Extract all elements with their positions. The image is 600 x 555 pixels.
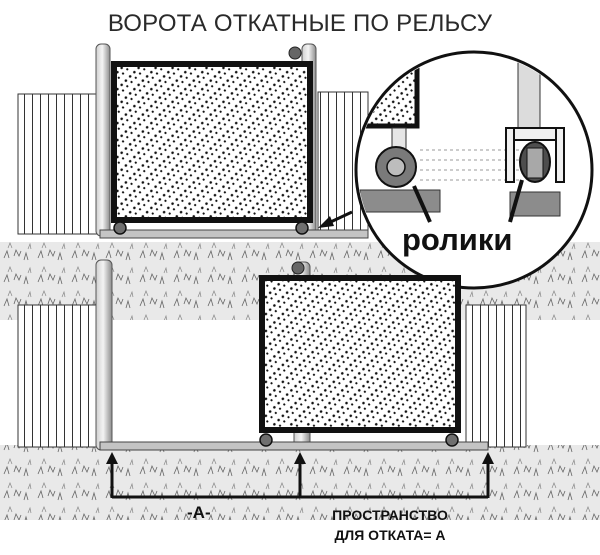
- closed-gate-scene: [0, 43, 600, 292]
- guide-roller-bottom: [291, 261, 305, 275]
- gate-post-left-bottom: [95, 259, 113, 451]
- dimension-brackets: [106, 452, 494, 499]
- guide-roller-top: [288, 46, 302, 60]
- arrowhead-1: [106, 452, 118, 464]
- fence-left-top: [17, 93, 105, 235]
- rail-bottom: [99, 441, 489, 451]
- rollback-space-label: ПРОСТРАНСТВО ДЛЯ ОТКАТА= А: [290, 505, 490, 545]
- rollback-space-line1: ПРОСТРАНСТВО: [332, 507, 448, 523]
- magnified-rail-left: [359, 189, 441, 213]
- gate-leaf-closed: [111, 61, 313, 223]
- dimension-a-label: -А-: [187, 503, 211, 522]
- fence-right-bottom: [465, 304, 527, 448]
- rollers-label: ролики: [402, 222, 513, 257]
- open-gate-scene: [0, 259, 600, 520]
- roller-right-top: [295, 221, 309, 235]
- arrowhead-2: [294, 452, 306, 464]
- arrowhead-3: [482, 452, 494, 464]
- diagram-title: ВОРОТА ОТКАТНЫЕ ПО РЕЛЬСУ: [107, 10, 493, 37]
- roller-left-top: [113, 221, 127, 235]
- rail-top: [99, 229, 369, 239]
- roller-left-bottom: [259, 433, 273, 447]
- roller-right-bottom: [445, 433, 459, 447]
- rollback-space-line2: ДЛЯ ОТКАТА= А: [334, 527, 446, 543]
- fence-left-bottom: [17, 304, 103, 448]
- pointer-arrowhead: [318, 216, 334, 228]
- arrow-roller-right: [508, 179, 524, 223]
- roller-hub-left: [386, 157, 406, 177]
- arrow-roller-left: [412, 185, 432, 223]
- gate-post-left-top: [95, 43, 111, 237]
- gate-leaf-open: [259, 275, 461, 433]
